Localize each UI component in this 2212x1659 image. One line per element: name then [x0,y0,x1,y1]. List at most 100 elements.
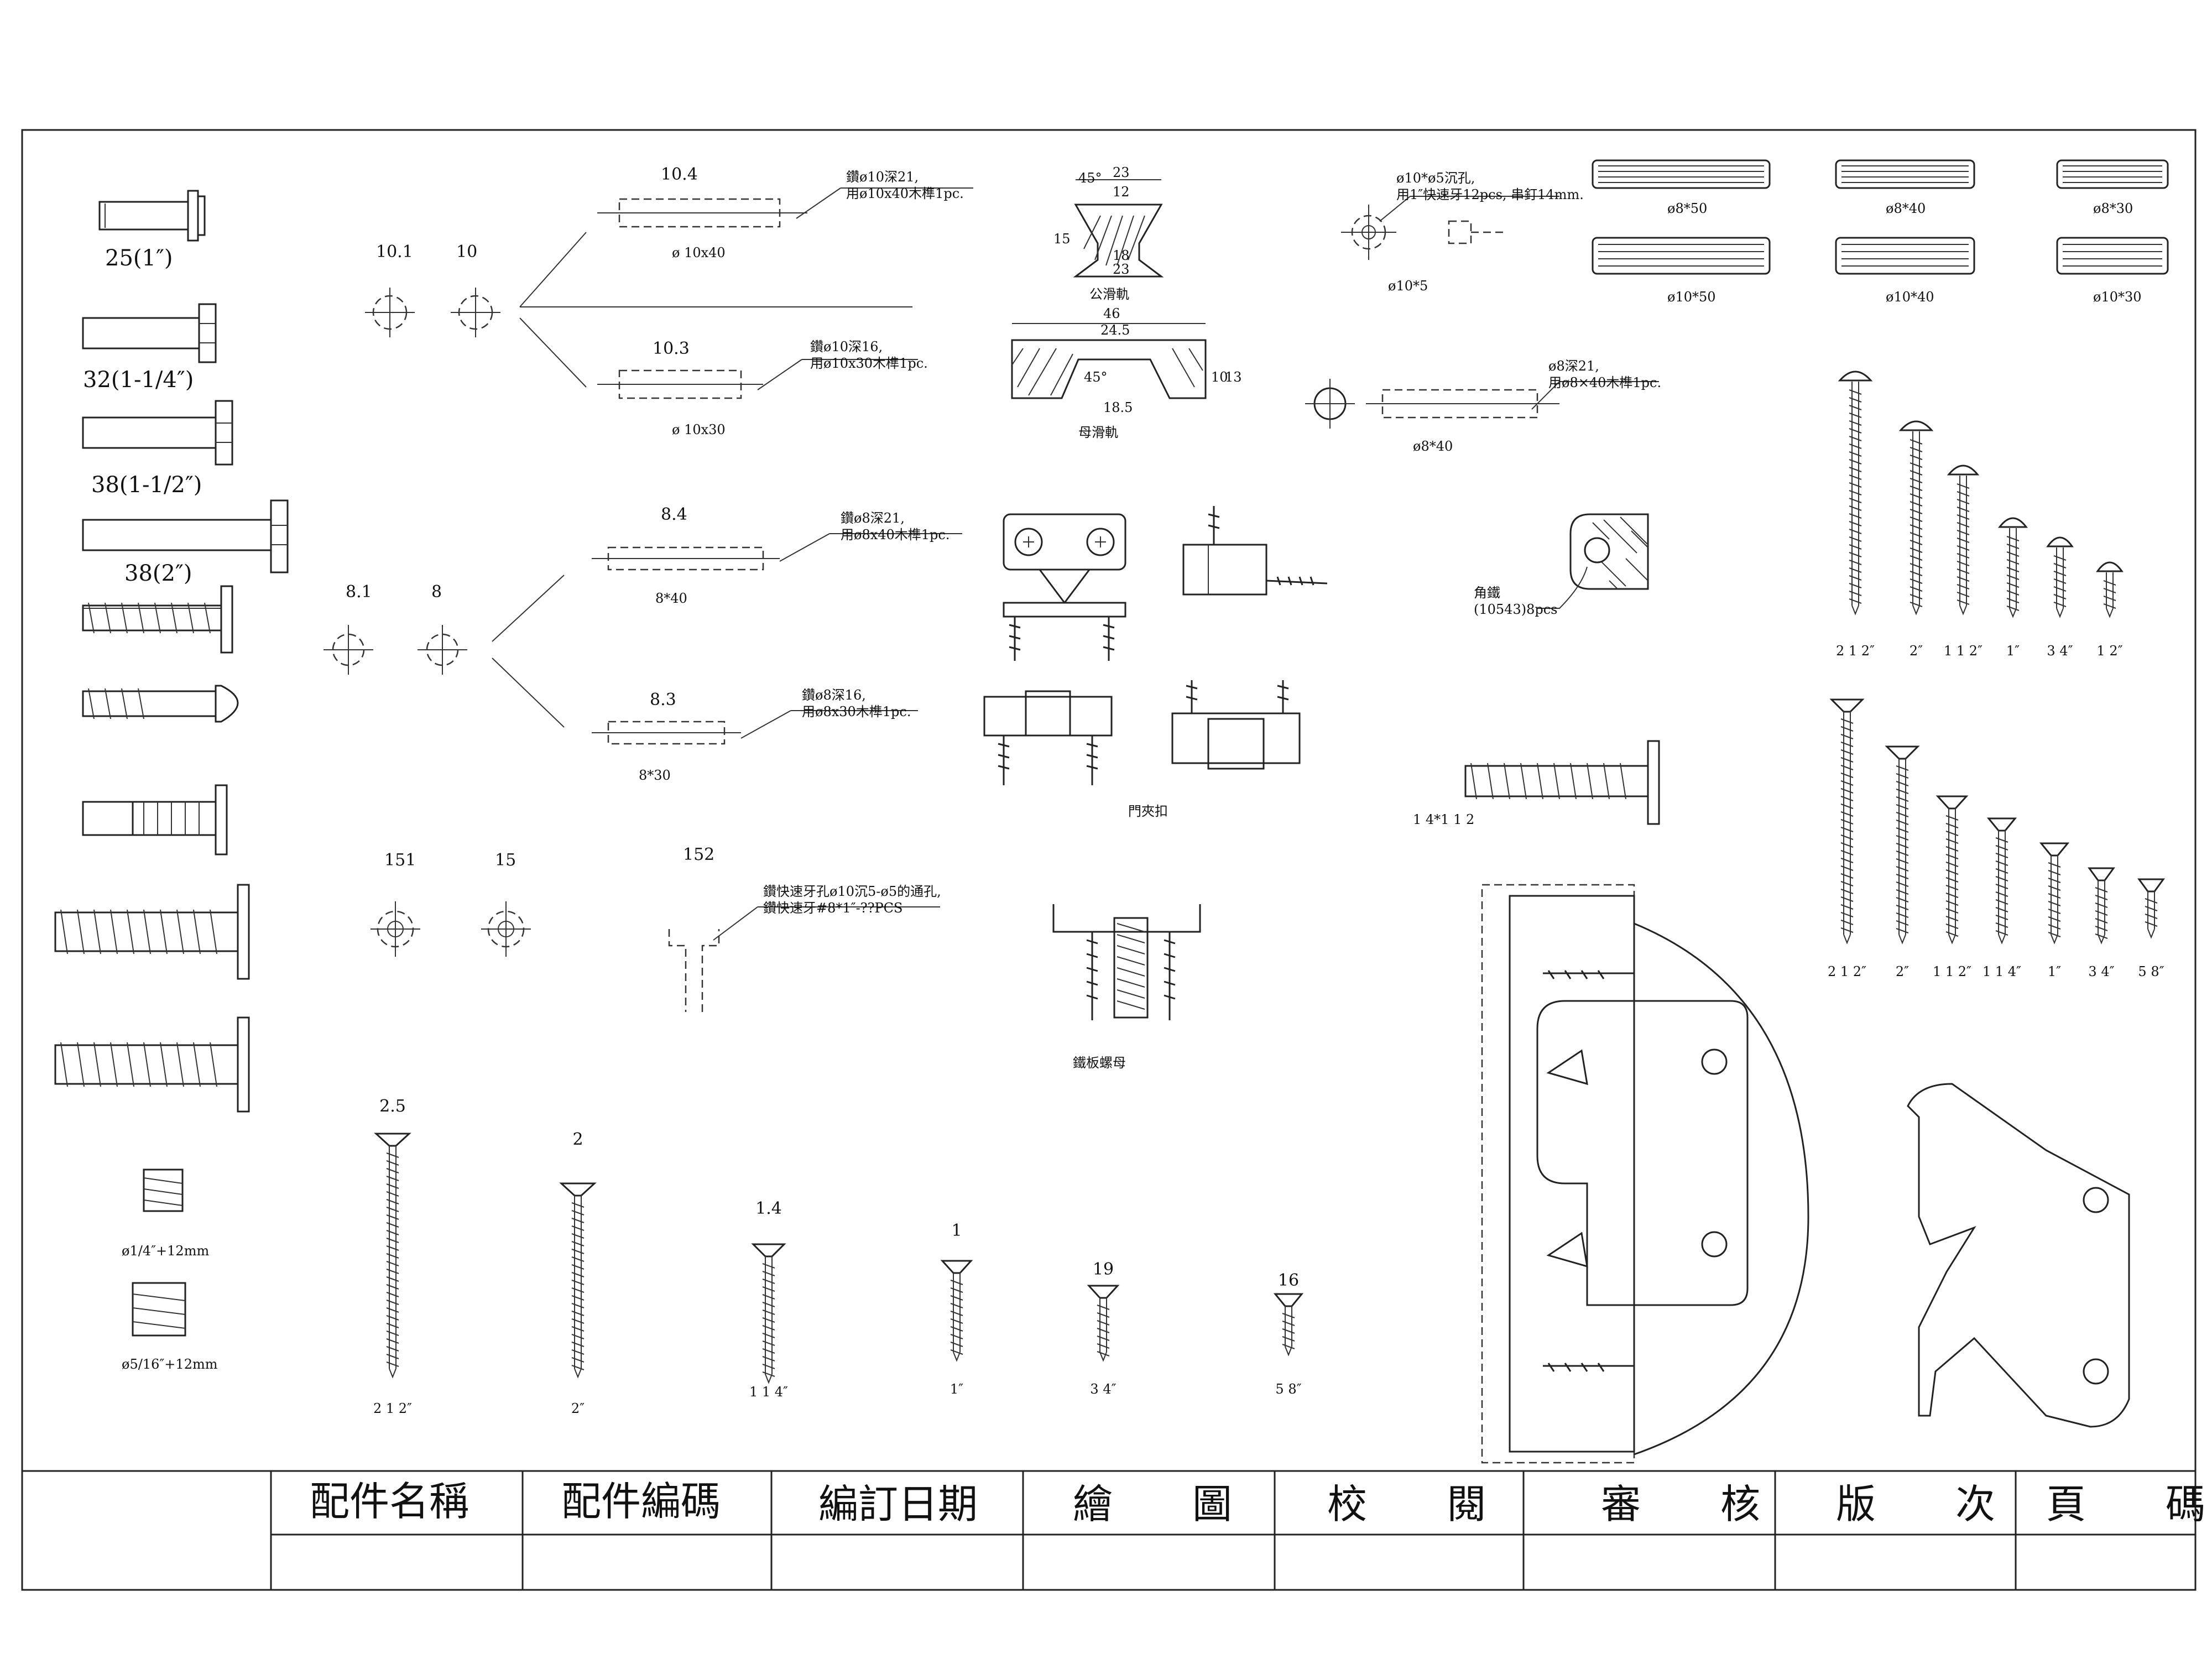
flat-screw-4-label: 1 1 4″ [1983,964,2021,979]
round-screw-1 [1838,371,1873,615]
round-screw-2-label: 2″ [1910,643,1923,659]
threaded-bolt-1 [82,585,233,654]
dowel-hole-10-3: 10.3 鑽ø10深16, 用ø10x30木榫1pc. ø 10x30 [597,339,928,437]
dowel-10x40-label: ø10*40 [1886,289,1934,305]
dowel-10x50-label: ø10*50 [1667,289,1716,305]
insert-1: ø1/4″+12mm [122,1168,209,1259]
male-slide-dim-4: 18 [1113,248,1130,263]
flat-screw-1 [1829,698,1865,945]
dowel-hole-10-4-dim: ø 10x40 [672,245,726,260]
dowel-hole-10-4-note2: 用ø10x40木榫1pc. [846,186,964,201]
bottom-screw-3-num: 1.4 [755,1199,782,1218]
flat-screw-3 [1936,795,1969,945]
flat-screw-5 [2039,842,2070,945]
bottom-screw-3-size: 1 1 4″ [749,1384,788,1400]
title-part-code: 配件編碼 [561,1478,721,1525]
flat-screw-6-label: 3 4″ [2088,964,2114,979]
bottom-screw-1-size: 2 1 2″ [373,1401,412,1416]
title-approved-by: 審 核 [1601,1481,1760,1527]
title-page-number: 頁 碼 [2046,1481,2205,1527]
corner-iron-line2: (10543)8pcs [1474,602,1557,617]
bolt-1-label: 25(1″) [105,246,173,271]
dowel-hole-10-3-note1: 鑽ø10深16, [810,339,883,354]
round-screw-5-label: 3 4″ [2047,643,2073,659]
bottom-screw-5-size: 3 4″ [1090,1381,1116,1397]
male-slide-label: 公滑軌 [1089,286,1129,302]
hole-152-note2: 鑽快速牙#8*1″-??PCS [763,900,902,916]
dowel-hole-8-3-note1: 鑽ø8深16, [802,687,866,703]
dowel-hole-8-3-id: 8.3 [650,690,676,709]
flat-screw-5-label: 1″ [2048,964,2061,979]
hole-8x40-detail: ø8深21, 用ø8×40木榫1pc. ø8*40 [1305,358,1661,454]
male-slide-dim-2: 12 [1113,184,1130,200]
dowel-hole-10-4-id: 10.4 [661,165,698,184]
bolt-4-label: 38(2″) [124,561,192,586]
flat-screw-2-label: 2″ [1896,964,1909,979]
flat-head-screws: 2 1 2″2″1 1 2″1 1 4″1″3 4″5 8″ [1828,698,2165,979]
dowel-hole-8-3-note2: 用ø8x30木榫1pc. [802,704,911,719]
hole-8-label: 8 [431,582,442,602]
bolt-3-label: 38(1-1/2″) [91,472,202,498]
door-catch: 門夾扣 [983,506,1328,819]
dowel-row: ø8*50 ø8*40 ø8*30 ø10*50 ø10*40 ø10*30 [1592,159,2169,305]
male-slide-dim-1: 23 [1113,165,1130,180]
bottom-screw-2-size: 2″ [571,1401,585,1416]
hole-10x5-dim: ø10*5 [1388,278,1428,294]
flat-screw-6 [2088,867,2115,945]
dowel-hole-8-4: 8.4 鑽ø8深21, 用ø8x40木榫1pc. 8*40 [592,505,962,606]
female-slide-dim-1: 46 [1103,306,1120,321]
bottom-screw-4 [940,1260,973,1362]
title-block: 配件名稱 配件編碼 編訂日期 繪 圖 校 閱 審 核 版 次 頁 碼 [22,1470,2205,1590]
corner-iron-line1: 角鐵 [1474,585,1500,601]
bottom-screw-3 [751,1243,786,1384]
dowel-hole-10-3-note2: 用ø10x30木榫1pc. [810,356,928,371]
female-slide-angle: 45° [1084,369,1108,385]
round-screw-6 [2096,561,2124,618]
bolt-3: 38(1-1/2″) [82,400,233,498]
hole-10-label: 10 [456,242,477,262]
drawing-border [21,129,2197,1591]
male-slide-angle: 45° [1078,170,1102,186]
female-slide-dim-2: 24.5 [1100,322,1130,338]
hole-152-detail: 152 鑽快速牙孔ø10沉5-ø5的通孔, 鑽快速牙#8*1″-??PCS [668,845,941,1012]
bottom-flat-screws: 2.52 1 2″22″1.41 1 4″11″193 4″165 8″ [373,1097,1304,1416]
flat-screw-1-label: 2 1 2″ [1828,964,1866,979]
bolt-2-label: 32(1-1/4″) [83,367,194,393]
round-screw-5 [2046,536,2074,618]
bottom-screw-4-num: 1 [951,1221,962,1240]
hole-10x5-note1: ø10*ø5沉孔, [1396,170,1475,186]
title-part-name: 配件名稱 [310,1478,469,1525]
title-drawn-by: 繪 圖 [1073,1481,1232,1527]
dowel-hole-10-4: 10.4 鑽ø10深21, 用ø10x40木榫1pc. ø 10x40 [597,165,973,260]
flat-screw-2 [1885,745,1920,945]
round-screw-3 [1947,465,1980,615]
title-revision-date: 編訂日期 [818,1481,978,1527]
bottom-screw-6 [1273,1293,1304,1357]
round-screw-2 [1898,420,1934,615]
threaded-bolt-5 [54,1016,250,1113]
hole-8x40-note2: 用ø8×40木榫1pc. [1548,375,1661,390]
hole-151-label: 151 [384,851,416,870]
round-screw-6-label: 1 2″ [2096,643,2122,659]
hole-8x40-note1: ø8深21, [1548,358,1599,374]
plate-nut: 鐵板螺母 [1052,904,1201,1071]
threaded-bolt-4 [54,884,250,980]
insert-1-label: ø1/4″+12mm [122,1243,209,1259]
dowel-hole-10-4-note1: 鑽ø10深21, [846,169,919,185]
hole-152-label: 152 [683,845,714,864]
screw-14: 1 4*1 1 2 [1413,740,1660,827]
plate-nut-label: 鐵板螺母 [1073,1055,1126,1071]
hole-15-label: 15 [495,851,516,870]
bed-rail-bracket [1481,884,1809,1464]
flat-screw-7 [2137,878,2165,939]
insert-2: ø5/16″+12mm [122,1282,218,1372]
hole-group-15: 151 15 [371,851,531,957]
bolt-2: 32(1-1/4″) [82,303,217,393]
hole-group-8: 8.1 8 [324,575,565,728]
flat-screw-7-label: 5 8″ [2138,964,2164,979]
insert-2-label: ø5/16″+12mm [122,1357,218,1372]
round-screw-4 [1997,517,2028,618]
door-catch-label: 門夾扣 [1128,804,1168,819]
dowel-hole-8-3-dim: 8*30 [639,768,671,783]
round-head-screws: 2 1 2″2″1 1 2″1″3 4″1 2″ [1836,371,2124,659]
